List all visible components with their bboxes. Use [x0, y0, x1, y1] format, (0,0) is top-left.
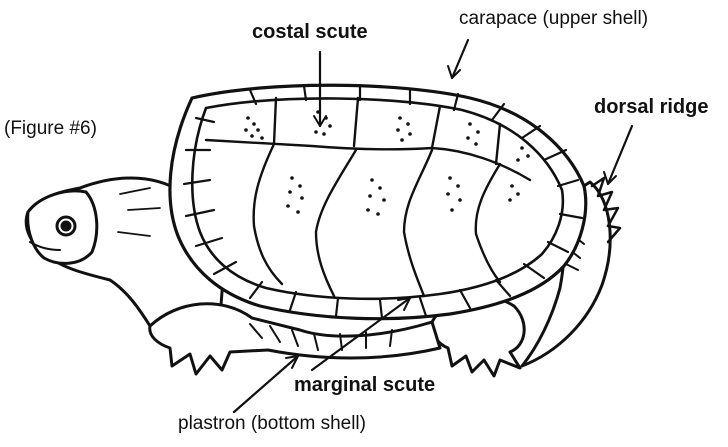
dorsal-ridge-arrow — [608, 126, 632, 184]
costal-scute-label: costal scute — [252, 22, 368, 42]
plastron-label: plastron (bottom shell) — [178, 414, 366, 433]
carapace-label: carapace (upper shell) — [459, 9, 648, 28]
dorsal-ridge-label: dorsal ridge — [594, 97, 708, 117]
plastron-arrow — [234, 356, 298, 412]
marginal-scute-label: marginal scute — [294, 375, 435, 395]
figure-label: (Figure #6) — [4, 119, 97, 138]
carapace-arrow — [452, 40, 468, 78]
carapace-shell — [170, 85, 586, 318]
